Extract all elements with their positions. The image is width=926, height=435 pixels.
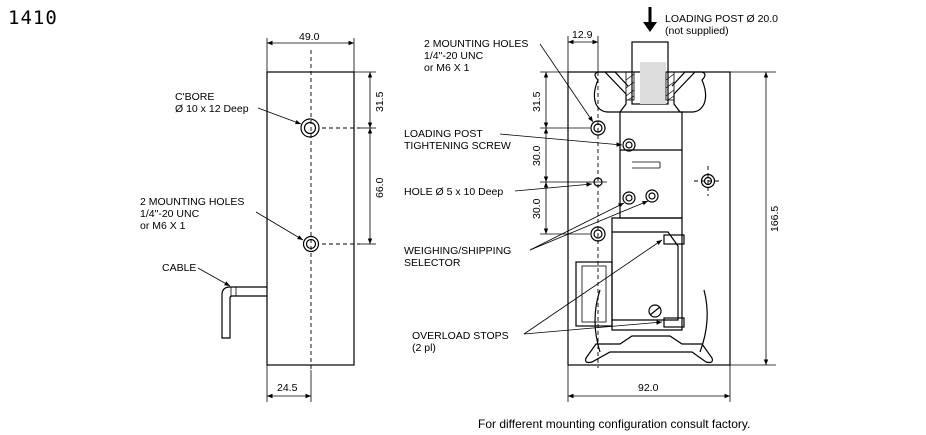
front-holes-label-2: 1/4"-20 UNC bbox=[424, 50, 484, 62]
side-width-dim: 49.0 bbox=[299, 31, 320, 43]
front-hole-offset-dim: 12.9 bbox=[572, 29, 593, 41]
loading-post-label-2: (not supplied) bbox=[665, 25, 729, 37]
front-top-hole-inner bbox=[593, 123, 603, 133]
tightening-label-2: TIGHTENING SCREW bbox=[404, 140, 511, 152]
front-holes-label-3: or M6 X 1 bbox=[424, 62, 470, 74]
side-holes-label-2: 1/4"-20 UNC bbox=[140, 208, 200, 220]
front-top-hole-dim: 31.5 bbox=[531, 91, 543, 112]
loading-post-hatch-left bbox=[625, 71, 635, 101]
footer-note: For different mounting configuration con… bbox=[478, 417, 750, 431]
selector-label-1: WEIGHING/SHIPPING bbox=[404, 245, 511, 257]
loading-post-hatch-right bbox=[665, 71, 675, 101]
model-number: 1410 bbox=[8, 7, 58, 29]
overload-stop-lower bbox=[663, 317, 685, 328]
side-cbore-inner bbox=[303, 121, 317, 135]
side-holes-label-3: or M6 X 1 bbox=[140, 220, 186, 232]
selector-label-2: SELECTOR bbox=[404, 257, 461, 269]
side-bottom-hole-inner bbox=[305, 238, 317, 250]
cable bbox=[221, 286, 267, 339]
lower-yoke bbox=[585, 335, 713, 364]
side-cable-dim: 24.5 bbox=[277, 382, 298, 394]
side-bottom-hole-outer bbox=[302, 235, 320, 253]
cbore-label-1: C'BORE bbox=[175, 91, 214, 103]
slotted-screw bbox=[648, 304, 662, 318]
front-holes-label-1: 2 MOUNTING HOLES bbox=[424, 38, 528, 50]
side-window bbox=[575, 261, 613, 327]
front-height-dim: 166.5 bbox=[769, 206, 781, 232]
cbore-label-2: Ø 10 x 12 Deep bbox=[175, 103, 249, 115]
front-spacing-2-dim: 30.0 bbox=[531, 198, 543, 219]
hole-label: HOLE Ø 5 x 10 Deep bbox=[404, 186, 503, 198]
side-holes-label-1: 2 MOUNTING HOLES bbox=[140, 196, 244, 208]
loading-post-label-1: LOADING POST Ø 20.0 bbox=[665, 13, 778, 25]
side-top-hole-dim: 31.5 bbox=[374, 91, 386, 112]
overload-label-1: OVERLOAD STOPS bbox=[412, 330, 509, 342]
side-view: 49.0 31.5 66.0 24.5 C'BORE Ø 10 x 12 Dee… bbox=[140, 31, 386, 402]
tightening-screw-outer bbox=[622, 138, 636, 152]
tightening-label-1: LOADING POST bbox=[404, 128, 483, 140]
upper-yoke bbox=[593, 71, 627, 113]
side-cbore-outer bbox=[300, 118, 320, 138]
front-spacing-1-dim: 30.0 bbox=[531, 145, 543, 166]
side-hole-spacing-dim: 66.0 bbox=[374, 177, 386, 198]
loading-post-shade bbox=[640, 62, 666, 104]
cable-label: CABLE bbox=[162, 262, 196, 274]
front-top-hole-outer bbox=[590, 120, 606, 136]
front-bottom-hole-inner bbox=[593, 229, 603, 239]
selector-screw-2 bbox=[645, 189, 659, 203]
front-bottom-hole-outer bbox=[590, 226, 606, 242]
overload-stop-upper bbox=[663, 234, 685, 245]
selector-screw-1 bbox=[622, 191, 636, 205]
front-view: 12.9 31.5 30.0 30.0 166.5 92.0 LOADING P… bbox=[404, 7, 781, 402]
overload-label-2: (2 pl) bbox=[412, 342, 436, 354]
front-width-dim: 92.0 bbox=[638, 382, 659, 394]
